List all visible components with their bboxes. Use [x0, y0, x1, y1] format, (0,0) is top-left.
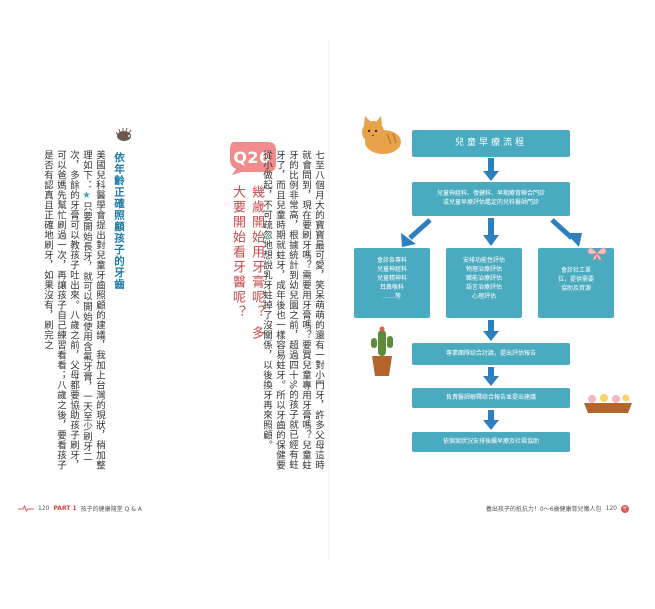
- flowchart-title: 兒童早療流程: [412, 130, 570, 157]
- social-line-3: 協助及資源: [560, 285, 591, 292]
- flow-step-report: 負責醫師解釋綜合報告並提出建議: [412, 388, 570, 408]
- arrow-down-left-icon: [401, 218, 432, 247]
- butterfly-icon: [587, 247, 607, 261]
- evaluation-line-2: 物理治療評估: [465, 266, 502, 273]
- left-footer: 120 PART 1 孩子的健康隨堂 Q & A: [18, 504, 142, 513]
- question-number: Q26: [233, 148, 271, 167]
- arrow-down-icon: [483, 410, 499, 430]
- left-page: [0, 0, 330, 609]
- tip-intro: 美國兒科醫學會提出對兒童牙齒照顧的建議，我加上台灣的現狀，稍加整理如下：: [81, 150, 105, 470]
- flow-step-meeting: 專業團隊綜合討論，提出評估報告: [412, 343, 570, 365]
- medical-line-3: 兒童精神科: [376, 275, 407, 282]
- question-title: 幾歲開始用牙膏呢？ 多大要開始看牙醫呢？: [230, 185, 264, 342]
- right-footer: 養出孩子的抵抗力！0～6歲健康育兒懶人包 120 +: [486, 504, 629, 513]
- evaluation-line-1: 安排功能性評估: [462, 257, 505, 264]
- book-title: 養出孩子的抵抗力！0～6歲健康育兒懶人包: [485, 506, 602, 513]
- part-label: PART 1: [53, 505, 77, 512]
- arrow-down-icon: [483, 367, 499, 386]
- evaluation-line-4: 語言治療評估: [465, 284, 502, 291]
- star-icon: ★: [81, 190, 92, 202]
- medical-line-1: 會診各專科: [376, 257, 407, 264]
- arrow-down-icon: [483, 158, 499, 181]
- social-line-1: 會診社工單: [560, 267, 591, 274]
- cactus-icon: [371, 326, 393, 376]
- flow-arrows: [401, 158, 582, 430]
- section-heading: 依年齡正確照顧孩子的牙齒: [113, 152, 125, 290]
- flow-step-medical: 會診各專科 兒童神經科 兒童精神科 耳鼻喉科 ……等: [354, 248, 430, 318]
- flow-step-social: 會診社工單 位，提供需要 協助及資源: [538, 248, 614, 318]
- social-line-2: 位，提供需要: [557, 276, 594, 283]
- page-gutter: [328, 40, 331, 560]
- tip-block: 美國兒科醫學會提出對兒童牙齒照顧的建議，我加上台灣的現狀，稍加整理如下：★只要開…: [42, 150, 106, 470]
- chapter-label: 孩子的健康隨堂 Q & A: [80, 506, 142, 513]
- referral-line-2: 或兒童早療評估鑑定的兒科醫師門診: [442, 199, 539, 206]
- question-badge: [230, 142, 276, 175]
- flow-step-referral: 兒童神經科、復健科、早期療育聯合門診 或兒童早療評估鑑定的兒科醫師門診: [412, 182, 570, 216]
- heartbeat-icon: [18, 505, 34, 512]
- flower-planter-icon: [584, 394, 632, 413]
- flow-step-evaluation: 安排功能性評估 物理治療評估 職能治療評估 語言治療評估 心理評估: [446, 248, 522, 318]
- body-text: 七至八個月大的寶寶最可愛，笑呆萌萌的還有一對小門牙，許多父母這時就會問到，現在要…: [261, 150, 324, 470]
- plus-icon: +: [621, 504, 629, 513]
- arrow-down-icon: [483, 320, 499, 341]
- evaluation-line-3: 職能治療評估: [465, 275, 502, 282]
- right-page-number: 120: [605, 505, 617, 512]
- flow-step-followup: 依個案狀況安排後續早療及社福協助: [412, 432, 570, 452]
- hedgehog-icon: [116, 128, 132, 141]
- medical-line-4: 耳鼻喉科: [379, 284, 404, 291]
- evaluation-line-5: 心理評估: [471, 293, 496, 300]
- tip-bullet: 只要開始長牙，就可以開始使用含氟牙膏，一天至少刷牙二次，多餘的牙膏可以教孩子吐出…: [42, 150, 92, 470]
- referral-line-1: 兒童神經科、復健科、早期療育聯合門診: [436, 190, 545, 197]
- left-page-number: 120: [38, 505, 50, 512]
- medical-line-5: ……等: [382, 293, 401, 300]
- medical-line-2: 兒童神經科: [376, 266, 407, 273]
- arrow-down-icon: [483, 218, 499, 246]
- cat-icon: [362, 116, 401, 154]
- arrow-down-right-icon: [550, 218, 582, 247]
